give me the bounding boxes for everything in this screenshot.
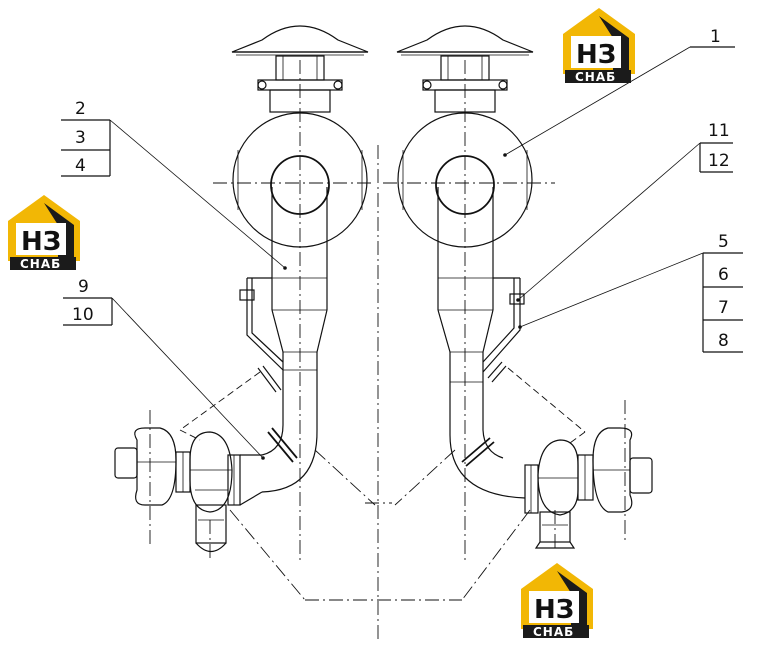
engine-outline: [179, 367, 586, 601]
logo-caption: СНАБ: [533, 625, 574, 639]
label-2: 2: [75, 99, 86, 119]
label-12: 12: [708, 151, 730, 171]
logo-mark: НЗ: [576, 40, 616, 70]
logo-left: НЗ СНАБ: [8, 195, 80, 271]
right-turbocharger: [524, 427, 653, 549]
center-lines: [149, 60, 626, 640]
left-air-cleaner: [231, 25, 369, 493]
left-turbocharger: [114, 427, 263, 553]
callouts: 2 3 4 9 10 1 11 12 5 6 7 8: [61, 27, 743, 460]
label-5: 5: [718, 232, 729, 252]
leader-dot: [283, 266, 287, 270]
label-7: 7: [718, 298, 729, 318]
label-9: 9: [78, 277, 89, 297]
label-1: 1: [710, 27, 721, 47]
leader-dot: [261, 456, 265, 460]
label-4: 4: [75, 156, 86, 176]
leader-dot: [518, 325, 522, 329]
logo-top-right: НЗ СНАБ: [563, 8, 635, 84]
label-6: 6: [718, 265, 729, 285]
right-air-cleaner: [396, 25, 534, 499]
label-8: 8: [718, 331, 729, 351]
logo-mark: НЗ: [21, 227, 61, 257]
leader-dot: [516, 298, 520, 302]
leader-dot: [503, 153, 507, 157]
logo-caption: СНАБ: [575, 70, 616, 84]
label-3: 3: [75, 128, 86, 148]
label-10: 10: [72, 305, 94, 325]
logo-mark: НЗ: [534, 595, 574, 625]
label-11: 11: [708, 121, 730, 141]
logo-bottom: НЗ СНАБ: [521, 563, 593, 639]
logo-caption: СНАБ: [20, 257, 61, 271]
